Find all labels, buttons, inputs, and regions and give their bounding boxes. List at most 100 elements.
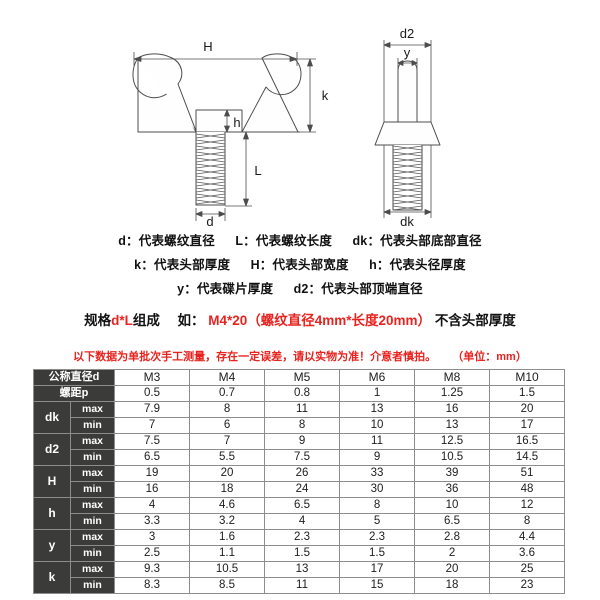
table-row-y-max: y max 3 1.6 2.3 2.3 2.8 4.4 [33, 529, 566, 562]
cell-d2-max-m10: 16.5 [489, 433, 566, 450]
cell-dk-min-m10: 17 [489, 417, 566, 434]
cell-h-min-m6: 5 [339, 513, 416, 530]
row-header-d2-min: min [69, 449, 116, 466]
cell-pitch-m4: 0.7 [189, 385, 266, 402]
cell-h-max-m3: 4 [114, 497, 191, 514]
row-header-pitch: 螺距p [32, 385, 116, 402]
table-row-k-max: k max 9.3 10.5 13 17 20 25 [33, 561, 566, 594]
row-header-H-min: min [69, 481, 116, 498]
cell-k-max-m3: 9.3 [114, 561, 191, 578]
cell-pitch-m3: 0.5 [114, 385, 191, 402]
cell-k-max-m5: 13 [264, 561, 341, 578]
cell-d2-max-m8: 12.5 [414, 433, 491, 450]
cell-dk-min-m3: 7 [114, 417, 191, 434]
wing-bolt-side-view [374, 40, 441, 218]
cell-k-min-m5: 11 [264, 577, 341, 594]
dimension-label-h: h [233, 115, 240, 130]
cell-h-min-m8: 6.5 [414, 513, 491, 530]
legend-item-dk: dk：代表头部底部直径 [352, 234, 482, 248]
table-row-nominal-diameter: 公称直径d M3 M4 M5 M6 M8 M10 [32, 369, 566, 386]
cell-k-min-m4: 8.5 [189, 577, 266, 594]
cell-k-min-m6: 15 [339, 577, 416, 594]
legend-item-d2: d2：代表头部顶端直径 [293, 282, 423, 296]
cell-h-max-m4: 4.6 [189, 497, 266, 514]
legend-item-y: y：代表碟片厚度 [177, 282, 274, 296]
cell-k-min-m3: 8.3 [114, 577, 191, 594]
row-header-H-max: max [69, 465, 116, 482]
cell-y-min-m6: 1.5 [339, 545, 416, 562]
cell-h-max-m8: 10 [414, 497, 491, 514]
cell-H-max-m3: 19 [114, 465, 191, 482]
row-header-h: h [33, 497, 71, 530]
cell-d2-min-m4: 5.5 [189, 449, 266, 466]
cell-dk-max-m5: 11 [264, 401, 341, 418]
cell-H-min-m6: 30 [339, 481, 416, 498]
cell-dk-max-m4: 8 [189, 401, 266, 418]
table-row-H-min: min 16 18 24 30 36 48 [34, 481, 566, 498]
cell-d2-min-m8: 10.5 [414, 449, 491, 466]
table-row-d2-min: min 6.5 5.5 7.5 9 10.5 14.5 [34, 449, 566, 466]
cell-nominal-m10: M10 [489, 369, 566, 386]
cell-dk-max-m3: 7.9 [114, 401, 191, 418]
cell-k-min-m8: 18 [414, 577, 491, 594]
spec-example-value: M4*20（螺纹直径4mm*长度20mm） [208, 313, 432, 328]
cell-dk-min-m4: 6 [189, 417, 266, 434]
dimension-label-y: y [404, 45, 411, 60]
table-row-pitch: 螺距p 0.5 0.7 0.8 1 1.25 1.5 [32, 385, 566, 402]
spec-format-code: d*L [111, 313, 133, 328]
cell-H-max-m10: 51 [489, 465, 566, 482]
cell-H-max-m4: 20 [189, 465, 266, 482]
row-header-k-max: max [69, 561, 116, 578]
cell-dk-max-m8: 16 [414, 401, 491, 418]
cell-pitch-m8: 1.25 [414, 385, 491, 402]
table-row-y-min: min 2.5 1.1 1.5 1.5 2 3.6 [34, 545, 566, 562]
spec-compose-word: 组成 [132, 313, 160, 328]
cell-h-max-m6: 8 [339, 497, 416, 514]
legend-item-L: L：代表螺纹长度 [235, 234, 333, 248]
cell-H-max-m8: 39 [414, 465, 491, 482]
row-header-d2: d2 [33, 433, 71, 466]
cell-y-max-m8: 2.8 [414, 529, 491, 546]
cell-d2-max-m4: 7 [189, 433, 266, 450]
cell-dk-min-m6: 10 [339, 417, 416, 434]
dimension-label-d2: d2 [400, 26, 414, 41]
cell-H-max-m6: 33 [339, 465, 416, 482]
cell-h-max-m10: 12 [489, 497, 566, 514]
dimension-label-d: d [206, 214, 213, 228]
cell-pitch-m5: 0.8 [264, 385, 341, 402]
cell-d2-max-m3: 7.5 [114, 433, 191, 450]
cell-dk-max-m10: 20 [489, 401, 566, 418]
legend-item-k: k：代表头部厚度 [134, 258, 231, 272]
cell-H-min-m8: 36 [414, 481, 491, 498]
cell-k-max-m4: 10.5 [189, 561, 266, 578]
cell-k-max-m8: 20 [414, 561, 491, 578]
cell-y-min-m3: 2.5 [114, 545, 191, 562]
row-header-dk-min: min [69, 417, 116, 434]
legend-line-1: d：代表螺纹直径 L：代表螺纹长度 dk：代表头部底部直径 [0, 229, 600, 253]
cell-H-min-m3: 16 [114, 481, 191, 498]
cell-d2-max-m6: 11 [339, 433, 416, 450]
cell-nominal-m8: M8 [414, 369, 491, 386]
row-header-H: H [33, 465, 71, 498]
table-row-dk-min: min 7 6 8 10 13 17 [34, 417, 566, 434]
cell-H-min-m4: 18 [189, 481, 266, 498]
cell-H-max-m5: 26 [264, 465, 341, 482]
cell-d2-min-m10: 14.5 [489, 449, 566, 466]
cell-h-min-m5: 4 [264, 513, 341, 530]
cell-dk-min-m8: 13 [414, 417, 491, 434]
legend-item-H: H：代表头部宽度 [250, 258, 349, 272]
row-header-nominal-diameter: 公称直径d [32, 369, 116, 386]
cell-k-max-m10: 25 [489, 561, 566, 578]
cell-h-max-m5: 6.5 [264, 497, 341, 514]
cell-d2-min-m5: 7.5 [264, 449, 341, 466]
spec-table-container: 公称直径d M3 M4 M5 M6 M8 M10 螺距p 0.5 0.7 0.8… [32, 369, 566, 594]
row-header-y-min: min [69, 545, 116, 562]
drawing-canvas: H k h L d d2 y dk [132, 26, 441, 228]
cell-H-min-m10: 48 [489, 481, 566, 498]
cell-y-min-m10: 3.6 [489, 545, 566, 562]
cell-y-max-m6: 2.3 [339, 529, 416, 546]
legend-item-d: d：代表螺纹直径 [118, 234, 215, 248]
cell-d2-max-m5: 9 [264, 433, 341, 450]
notice-text: 以下数据为单批次手工测量，存在一定误差，请以实物为准！介意者慎拍。 [73, 351, 437, 363]
row-header-y-max: max [69, 529, 116, 546]
